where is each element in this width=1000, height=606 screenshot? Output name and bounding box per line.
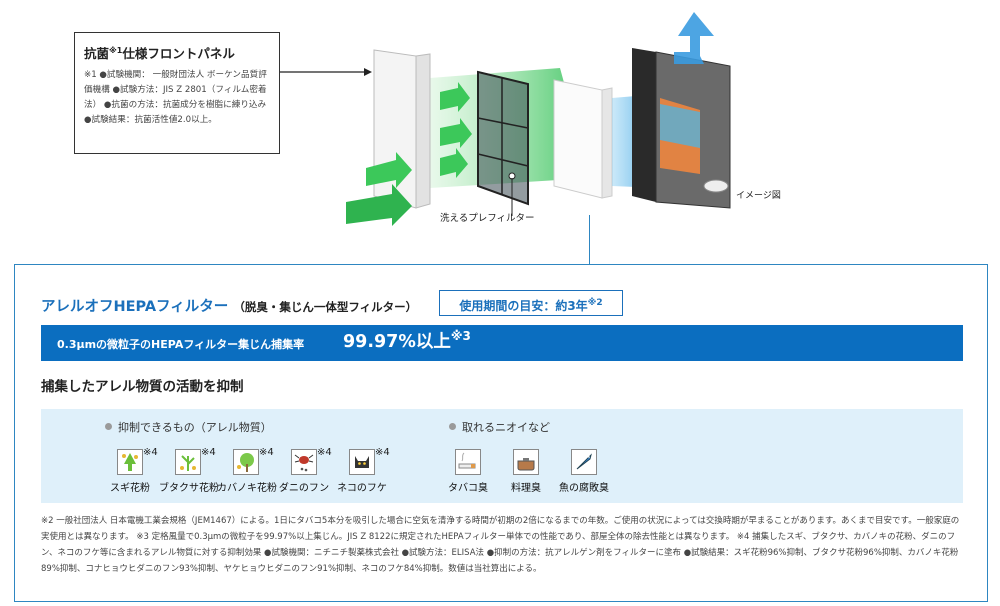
cigarette-icon <box>455 449 481 475</box>
allergen-item-ragweed: ※4 ブタクサ花粉 <box>159 447 219 494</box>
capture-rate-value: 99.97%以上※3 <box>343 329 471 352</box>
image-caption: イメージ図 <box>736 190 781 200</box>
capture-rate-label: 0.3μmの微粒子のHEPAフィルター集じん捕集率 <box>57 338 305 351</box>
inner-blue <box>660 104 700 148</box>
cedar-pollen-icon <box>117 449 143 475</box>
hepa-filter <box>553 79 603 199</box>
footnotes: ※2 一般社団法人 日本電機工業会規格（JEM1467）による。1日にタバコ5本… <box>41 516 960 574</box>
green-arrow-3 <box>440 82 470 112</box>
green-arrow-5 <box>440 148 468 178</box>
green-arrow-1 <box>366 152 412 188</box>
prefilter <box>477 70 529 206</box>
callout-body: ※1 ●試験機関： 一般財団法人 ボーケン品質評価機構 ●試験方法：JIS Z … <box>84 70 267 125</box>
allergen-item-cedar: ※4 スギ花粉 <box>110 447 158 494</box>
capture-rate-bar: 0.3μmの微粒子のHEPAフィルター集じん捕集率 99.97%以上※3 <box>41 325 963 361</box>
odors-label: 取れるニオイなど <box>449 419 550 435</box>
mite-droppings-icon <box>291 449 317 475</box>
section-heading: 捕集したアレル物質の活動を抑制 <box>41 379 244 395</box>
odor-item-cooking: 料理臭 <box>497 449 555 494</box>
prefilter-caption: 洗えるプレフィルター <box>440 212 535 224</box>
connector-line <box>589 215 590 265</box>
green-arrow-2 <box>346 184 412 226</box>
fish-icon <box>571 449 597 475</box>
green-arrow-4 <box>440 118 472 148</box>
antibacterial-panel-callout: 抗菌※1仕様フロントパネル ※1 ●試験機関： 一般財団法人 ボーケン品質評価機… <box>74 32 280 154</box>
odor-item-tobacco: タバコ臭 <box>439 449 497 494</box>
allergens-label: 抑制できるもの（アレル物質） <box>105 419 272 435</box>
usage-period-badge: 使用期間の目安：約3年※2 <box>439 290 623 316</box>
blue-arrow-out <box>674 12 714 64</box>
purifier-unit <box>632 48 656 202</box>
product-subtitle: （脱臭・集じん一体型フィルター） <box>233 300 418 314</box>
cooking-pot-icon <box>513 449 539 475</box>
allergen-odor-box: 抑制できるもの（アレル物質） 取れるニオイなど ※4 スギ花粉 ※4 ブタクサ花… <box>41 409 963 503</box>
callout-title: 抗菌※1仕様フロントパネル <box>84 45 235 61</box>
ragweed-pollen-icon <box>175 449 201 475</box>
tank <box>703 179 729 193</box>
birch-pollen-icon <box>233 449 259 475</box>
air-purifier-illustration: 洗えるプレフィルター イメージ図 <box>280 12 781 226</box>
product-title: アレルオフHEPAフィルター （脱臭・集じん一体型フィルター） <box>41 299 418 315</box>
callout-pointer-head <box>364 68 372 76</box>
allergen-item-cat: ※4 ネコのフケ <box>337 447 390 494</box>
filter-info-panel: アレルオフHEPAフィルター （脱臭・集じん一体型フィルター） 使用期間の目安：… <box>14 264 988 602</box>
allergen-item-mite: ※4 ダニのフン <box>278 447 332 494</box>
front-panel <box>373 49 417 209</box>
front-panel-side <box>415 53 431 209</box>
allergen-item-birch: ※4 カバノキ花粉 <box>217 447 277 494</box>
odor-item-fish: 魚の腐敗臭 <box>555 449 613 494</box>
cat-dander-icon <box>349 449 375 475</box>
